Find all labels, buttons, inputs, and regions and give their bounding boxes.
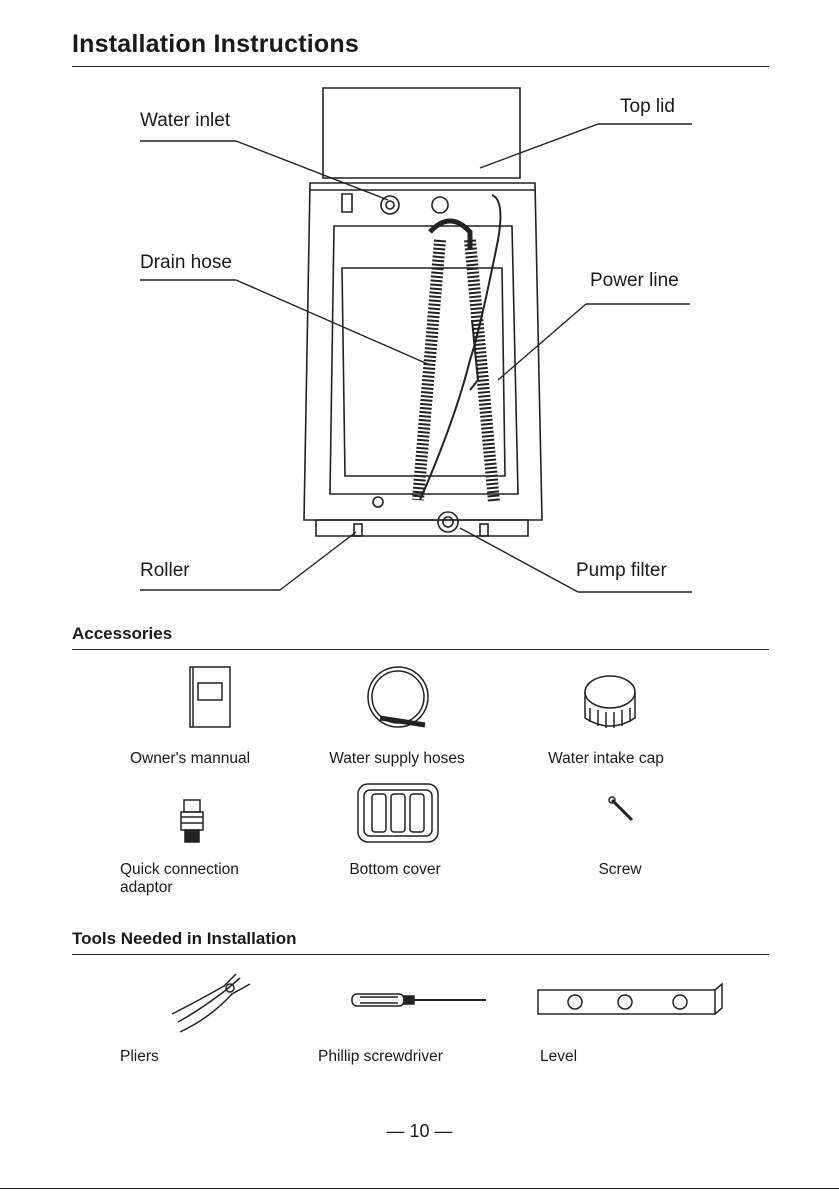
tools-icons: [0, 960, 839, 1060]
tools-rule: [72, 954, 769, 955]
label-pump-filter: Pump filter: [576, 560, 667, 582]
power-line-shape: [420, 195, 500, 500]
bottom-cover-icon: [358, 784, 438, 842]
cabinet-shape: [304, 183, 542, 520]
phillip-screwdriver-label: Phillip screwdriver: [318, 1048, 443, 1066]
manual-icon: [190, 667, 230, 727]
page-number: — 10 —: [0, 1121, 839, 1142]
screwdriver-icon: [352, 994, 486, 1006]
pliers-icon: [172, 974, 250, 1032]
screw-label: Screw: [520, 861, 720, 879]
label-water-inlet: Water inlet: [140, 110, 230, 132]
label-power-line: Power line: [590, 270, 679, 292]
tools-heading: Tools Needed in Installation: [72, 929, 297, 949]
bottom-rule: [0, 1188, 839, 1189]
screw-icon: [609, 797, 632, 820]
level-icon: [538, 984, 722, 1014]
owners-manual-label: Owner's mannual: [90, 750, 290, 768]
pump-filter-icon: [438, 512, 458, 532]
water-intake-cap-label: Water intake cap: [506, 750, 706, 768]
label-top-lid: Top lid: [620, 96, 675, 118]
hose-icon: [368, 667, 428, 727]
label-roller: Roller: [140, 560, 190, 582]
washer-rear-diagram: [0, 0, 839, 620]
roller-icon: [354, 524, 362, 536]
water-supply-hoses-label: Water supply hoses: [297, 750, 497, 768]
quick-connection-adaptor-label: Quick connection adaptor: [120, 861, 239, 897]
hook-icon: [342, 194, 352, 212]
pliers-label: Pliers: [120, 1048, 159, 1066]
level-label: Level: [540, 1048, 577, 1066]
adaptor-icon: [181, 800, 203, 842]
label-drain-hose: Drain hose: [140, 252, 232, 274]
accessories-heading: Accessories: [72, 624, 172, 644]
bottom-cover-label: Bottom cover: [295, 861, 495, 879]
cap-icon: [585, 676, 635, 728]
